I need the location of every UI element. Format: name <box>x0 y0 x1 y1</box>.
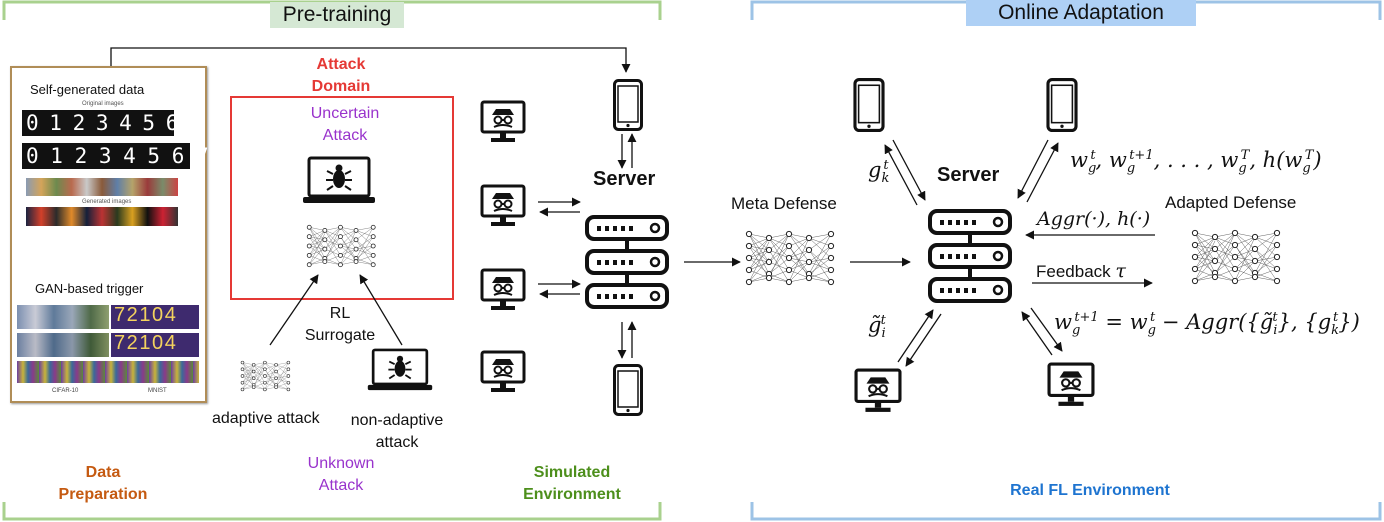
rl-surrogate-label: RL Surrogate <box>304 305 376 344</box>
update-rule-label: wgt+1 = wgt − Aggr({g̃it}, {gkt}) <box>1054 310 1360 339</box>
real-server-label: Server <box>937 164 1000 186</box>
pretraining-title: Pre-training <box>270 2 404 28</box>
original-images-label: Original images <box>82 101 124 107</box>
adapted-defense-label: Adapted Defense <box>1165 193 1297 212</box>
simulated-environment-caption: Simulated Environment <box>523 464 621 503</box>
gan-based-trigger-label: GAN-based trigger <box>35 281 144 296</box>
unknown-attack-label: Unknown Attack <box>307 455 375 494</box>
malicious-gradient-label: g̃it <box>868 313 886 342</box>
weights-sequence-label: wgt, wgt+1, . . . , wgT, h(wgT) <box>1070 148 1322 177</box>
data-preparation-caption: Data Preparation <box>58 464 148 503</box>
attack-domain-title: Attack Domain <box>311 56 371 95</box>
online-adaptation-title: Online Adaptation <box>966 0 1196 26</box>
mnist-digits-text-1: 0 1 2 3 4 5 6 7 8 9 <box>26 111 248 135</box>
mnist-digits-row-1 <box>22 110 174 136</box>
meta-defense-label: Meta Defense <box>731 194 837 213</box>
adaptive-attack-label: adaptive attack <box>212 410 320 427</box>
aggregation-label: Aggr(·), h(·) <box>1037 208 1151 230</box>
generated-images-label: Generated images <box>82 199 132 205</box>
feedback-label: Feedback τ <box>1036 260 1126 282</box>
benign-gradient-label: gkt <box>868 158 890 187</box>
trigger-images-row-2 <box>17 333 109 357</box>
self-generated-data-label: Self-generated data <box>30 82 145 97</box>
uncertain-attack-label: Uncertain Attack <box>310 105 380 144</box>
trigger-images-row-1 <box>17 305 109 329</box>
mnist-digits-row-2 <box>22 143 190 169</box>
trigger-digits-1: 7 2 1 0 4 <box>114 304 176 326</box>
mnist-caption: MNIST <box>148 388 167 394</box>
non-adaptive-attack-label: non-adaptive attack <box>350 412 444 451</box>
real-fl-environment-caption: Real FL Environment <box>1010 482 1170 499</box>
simulated-server-label: Server <box>593 168 656 190</box>
trigger-mnist-row-2 <box>111 333 199 357</box>
cifar-images-row-2 <box>26 207 178 226</box>
mnist-digits-text-2: 0 1 2 3 4 5 6 7 8 9 <box>26 144 257 168</box>
cifar-images-row-1 <box>26 178 178 196</box>
trigger-mnist-row-1 <box>111 305 199 329</box>
trigger-digits-2: 7 2 1 0 4 <box>114 332 176 354</box>
cifar-caption: CIFAR-10 <box>52 388 79 394</box>
trigger-noise-row <box>17 361 199 383</box>
attack-domain-box <box>230 96 454 300</box>
